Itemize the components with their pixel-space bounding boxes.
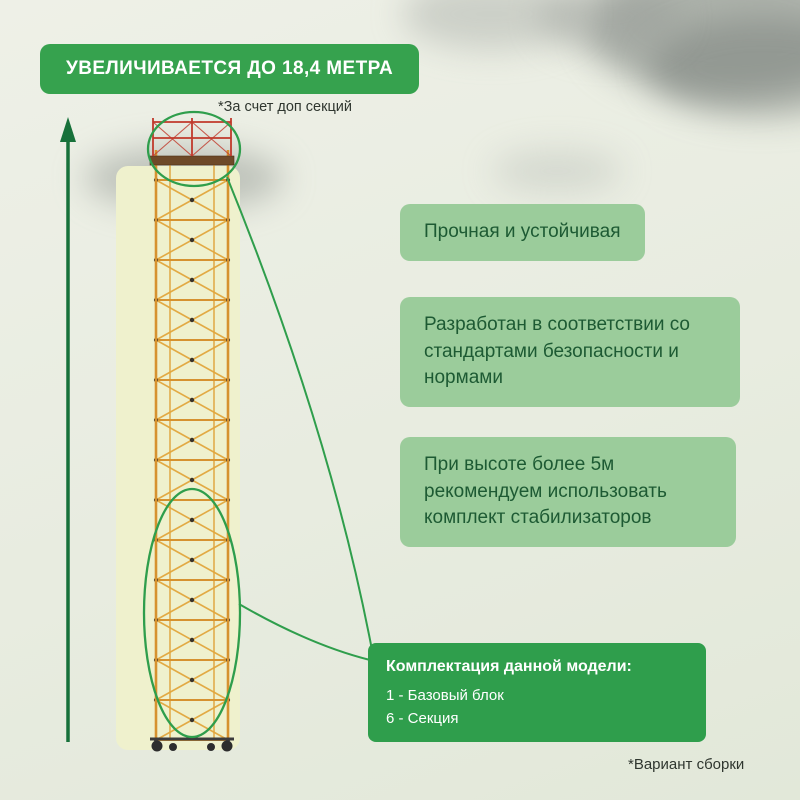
kit-item: 6 - Секция bbox=[386, 710, 459, 728]
callout-line-bottom bbox=[238, 603, 371, 661]
feature-card-stabilizers: При высоте более 5м рекомендуем использо… bbox=[400, 437, 736, 547]
extra-sections-note: *За счет доп секций bbox=[218, 99, 352, 115]
tower-platform bbox=[149, 118, 235, 166]
tower-background-band bbox=[116, 166, 240, 750]
headline-banner: УВЕЛИЧИВАЕТСЯ ДО 18,4 МЕТРА bbox=[40, 44, 420, 94]
tower-back-posts bbox=[169, 160, 215, 738]
tower-front-posts bbox=[154, 150, 230, 740]
kit-item: 1 - Базовый блок bbox=[386, 686, 504, 704]
kit-title: Комплектация данной модели: bbox=[386, 658, 632, 675]
tower-wheels bbox=[150, 737, 234, 752]
base-section-highlight bbox=[142, 487, 242, 739]
kit-box: Комплектация данной модели: 1 - Базовый … bbox=[368, 643, 706, 743]
assembly-variant-note: *Вариант сборки bbox=[628, 756, 745, 773]
up-arrow-icon bbox=[60, 117, 76, 742]
callout-line-top bbox=[226, 176, 373, 651]
feature-card-standards: Разработан в соответствии со стандартами… bbox=[400, 297, 740, 407]
feature-card-sturdy: Прочная и устойчивая bbox=[400, 204, 645, 261]
